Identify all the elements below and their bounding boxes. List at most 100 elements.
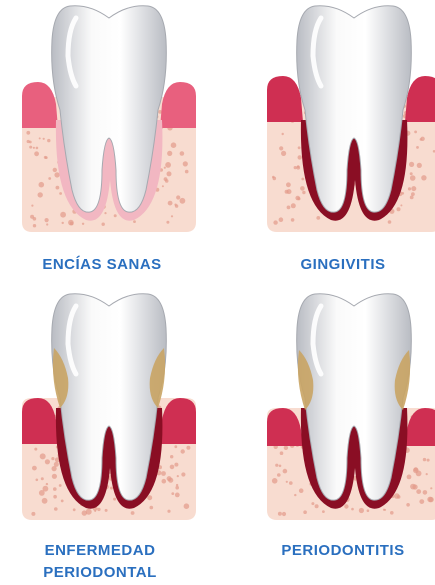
bone-texture-dot <box>284 446 288 450</box>
bone-texture-dot <box>62 222 64 224</box>
bone-texture-dot <box>54 507 58 511</box>
bone-texture-dot <box>61 500 64 503</box>
label-gingivitis: GINGIVITIS <box>258 254 428 276</box>
bone-texture-dot <box>430 487 432 489</box>
bone-texture-dot <box>41 477 44 480</box>
bone-texture-dot <box>272 478 278 484</box>
bone-texture-dot <box>113 498 116 501</box>
bone-texture-dot <box>297 165 300 168</box>
bone-texture-dot <box>51 457 54 460</box>
label-periodontitis: PERIODONTITIS <box>258 540 428 562</box>
bone-texture-dot <box>167 171 172 176</box>
bone-texture-dot <box>423 458 426 461</box>
bone-texture-dot <box>287 206 291 210</box>
bone-texture-dot <box>397 495 401 499</box>
bone-texture-dot <box>150 506 154 510</box>
bone-texture-dot <box>54 462 59 467</box>
bone-texture-dot <box>38 192 43 197</box>
bone-texture-dot <box>53 487 57 491</box>
bone-texture-dot <box>302 191 305 194</box>
bone-texture-dot <box>417 163 422 168</box>
bone-texture-dot <box>410 172 413 175</box>
panel-healthy <box>10 0 210 238</box>
bone-texture-dot <box>181 449 185 453</box>
bone-texture-dot <box>161 471 166 476</box>
bone-texture-dot <box>280 451 284 455</box>
bone-texture-dot <box>39 137 41 139</box>
bone-texture-dot <box>421 175 426 180</box>
bone-texture-dot <box>43 138 45 140</box>
bone-texture-dot <box>410 175 416 181</box>
bone-texture-dot <box>170 465 175 470</box>
bone-texture-dot <box>301 178 304 181</box>
bone-texture-dot <box>162 479 167 484</box>
bone-texture-dot <box>33 224 36 227</box>
bone-texture-dot <box>174 204 176 206</box>
gum-right <box>160 82 196 128</box>
bone-texture-dot <box>294 166 297 169</box>
bone-texture-dot <box>427 459 430 462</box>
bone-texture-dot <box>46 483 48 485</box>
bone-texture-dot <box>291 218 295 222</box>
bone-texture-dot <box>316 216 320 220</box>
bone-texture-dot <box>114 214 117 217</box>
bone-texture-dot <box>131 511 135 515</box>
periodontitis-tooth-illustration <box>255 288 435 526</box>
bone-texture-dot <box>414 131 417 134</box>
bone-texture-dot <box>183 161 188 166</box>
bone-texture-dot <box>56 186 60 190</box>
bone-texture-dot <box>166 221 169 224</box>
bone-texture-dot <box>407 475 412 480</box>
bone-texture-dot <box>419 499 424 504</box>
bone-texture-dot <box>279 465 282 468</box>
bone-texture-dot <box>177 475 179 477</box>
bone-texture-dot <box>36 479 39 482</box>
bone-texture-dot <box>300 186 305 191</box>
bone-texture-dot <box>46 223 48 225</box>
bone-texture-dot <box>287 189 292 194</box>
bone-texture-dot <box>60 212 66 218</box>
bone-texture-dot <box>303 510 307 514</box>
bone-texture-dot <box>176 195 180 199</box>
bone-texture-dot <box>180 198 186 204</box>
bone-texture-dot <box>279 146 283 150</box>
bone-texture-dot <box>171 215 173 217</box>
bone-texture-dot <box>416 489 421 494</box>
bone-texture-dot <box>73 508 76 511</box>
bone-texture-dot <box>54 172 59 177</box>
bone-texture-dot <box>32 466 37 471</box>
bone-texture-dot <box>185 170 189 174</box>
bone-texture-dot <box>283 469 288 474</box>
bone-texture-dot <box>181 472 185 476</box>
bone-texture-dot <box>390 511 394 515</box>
bone-texture-dot <box>408 187 411 190</box>
healthy-gums-tooth-illustration <box>10 0 210 238</box>
bone-texture-dot <box>48 177 51 180</box>
bone-texture-dot <box>167 476 172 481</box>
label-periodontal: ENFERMEDAD PERIODONTAL <box>10 540 190 584</box>
bone-texture-dot <box>43 486 49 492</box>
bone-texture-dot <box>133 220 136 223</box>
bone-texture-dot <box>59 192 62 195</box>
bone-texture-dot <box>47 139 50 142</box>
bone-texture-dot <box>102 223 105 226</box>
bone-texture-dot <box>426 473 428 475</box>
bone-texture-dot <box>82 510 87 515</box>
bone-texture-dot <box>388 220 392 224</box>
bone-texture-dot <box>397 207 401 211</box>
periodontal-disease-tooth-illustration <box>10 288 210 526</box>
bone-texture-dot <box>29 146 32 149</box>
bone-texture-dot <box>344 504 348 508</box>
bone-texture-dot <box>168 201 173 206</box>
bone-texture-dot <box>298 146 301 149</box>
bone-texture-dot <box>31 512 35 516</box>
bone-texture-dot <box>175 493 180 498</box>
bone-texture-dot <box>282 133 284 135</box>
bone-texture-dot <box>27 140 30 143</box>
bone-texture-dot <box>26 131 30 135</box>
bone-texture-dot <box>400 204 402 206</box>
bone-texture-dot <box>171 492 174 495</box>
bone-texture-dot <box>416 146 419 149</box>
bone-texture-dot <box>322 510 325 513</box>
bone-texture-dot <box>359 508 364 513</box>
